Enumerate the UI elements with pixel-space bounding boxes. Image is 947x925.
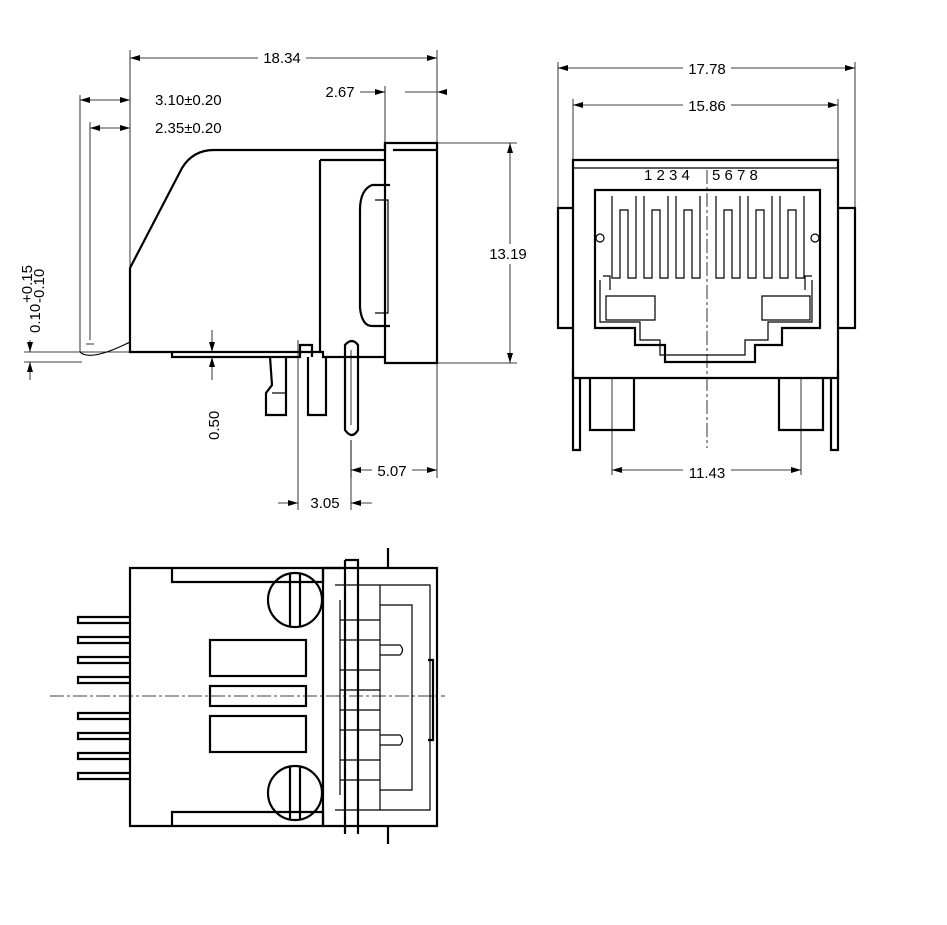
side-front-housing (318, 143, 437, 357)
dim-offset-b-label: 2.35±0.20 (155, 120, 222, 137)
side-pin-leg (306, 357, 328, 417)
dim-pin-pitch-label: 3.05 (310, 495, 339, 512)
dim-post-spacing-label: 11.43 (689, 465, 725, 482)
bottom-window-bottom (208, 714, 308, 754)
bottom-outline (128, 566, 439, 828)
front-pin-numbers-left: 1 2 3 4 (644, 167, 690, 184)
bottom-view (50, 548, 445, 844)
dim-pin-front-label: 5.07 (377, 463, 406, 480)
side-peg (264, 356, 288, 417)
front-left-leg (571, 370, 582, 452)
front-left-wing (556, 206, 573, 330)
front-plug-inner (599, 280, 813, 356)
side-body-outline (128, 141, 439, 365)
dim-front-label: 2.67 (325, 84, 354, 101)
dim-length-label: 18.34 (263, 50, 301, 67)
dim-offset-a-label: 3.10±0.20 (155, 92, 222, 109)
dim-tolerance-label: 0.10 (27, 304, 44, 333)
dim-body-width-label: 15.86 (688, 98, 726, 115)
dim-tolerance-plus: +0.15 (19, 265, 36, 303)
front-pin-numbers-right: 5 6 7 8 (712, 167, 758, 184)
bottom-peg-bottom (266, 764, 324, 822)
bottom-window-top (208, 638, 308, 678)
side-base (170, 343, 314, 359)
bottom-pins (76, 615, 130, 781)
side-long-pin (343, 339, 360, 437)
dim-tolerance-minus: -0.10 (31, 269, 48, 303)
side-latch-window (358, 183, 390, 328)
side-view: 18.34 2.67 3.10±0.20 2.35±0.20 13.19 (19, 48, 533, 512)
side-clip (79, 341, 131, 356)
front-contacts (595, 196, 820, 279)
front-right-leg (829, 370, 840, 452)
bottom-latch (428, 658, 435, 742)
dim-standoff-label: 0.50 (206, 411, 223, 440)
front-right-wing (838, 206, 857, 330)
front-view: 1 2 3 4 5 6 7 8 17.78 15.86 11.43 (556, 59, 857, 482)
dim-height-label: 13.19 (489, 246, 527, 263)
front-plug-opening (593, 188, 822, 364)
bottom-peg-top (266, 571, 324, 629)
bottom-front-housing (321, 558, 360, 834)
side-latch-inner (375, 199, 389, 314)
front-housing (571, 158, 840, 380)
dim-total-width-label: 17.78 (688, 61, 726, 78)
